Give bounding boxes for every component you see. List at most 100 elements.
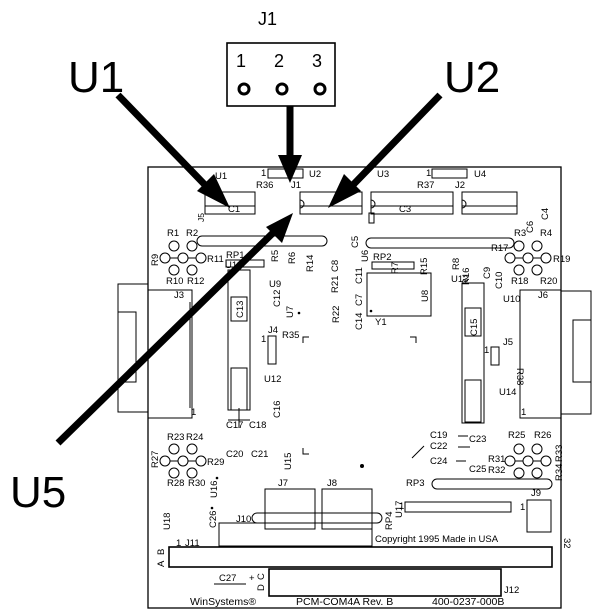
label-r30: R30 — [188, 478, 205, 489]
label-r23: R23 — [167, 432, 184, 443]
label-j5: J5 — [503, 337, 513, 348]
label-c23: C23 — [469, 434, 486, 445]
label-u17: U17 — [394, 501, 405, 518]
label-u14: U14 — [499, 387, 516, 398]
j1-pin-hole-2 — [275, 82, 289, 96]
label-u16: U16 — [209, 481, 220, 498]
j1-callout-pin-2: 2 — [274, 51, 284, 71]
label-r25: R25 — [508, 430, 525, 441]
j1-callout-box — [226, 42, 336, 107]
label-c1: C1 — [228, 204, 240, 215]
u5-outline — [218, 522, 373, 547]
label-r10: R10 — [166, 276, 183, 287]
label-r36: R36 — [256, 180, 273, 191]
label-r33: R33 — [554, 445, 565, 462]
label-j1: J1 — [291, 180, 301, 191]
label-r6: R6 — [287, 252, 298, 264]
left-ic-column — [227, 269, 251, 428]
j7-outline — [264, 488, 316, 530]
label-r9: R9 — [150, 254, 161, 266]
label-r24: R24 — [186, 432, 203, 443]
copyright-text: Copyright 1995 Made in USA — [375, 534, 499, 545]
label-c12: C12 — [272, 290, 283, 307]
label-c25: C25 — [469, 464, 486, 475]
c26-dot — [210, 506, 214, 510]
label-c3: C3 — [399, 204, 411, 215]
u5-callout-label: U5 — [10, 468, 66, 517]
label-r8: R8 — [451, 258, 462, 270]
j10-strip — [251, 512, 383, 524]
label-pin-c: C — [256, 573, 267, 580]
right-resistor-pads — [504, 240, 552, 276]
label-j10: J10 — [236, 514, 251, 525]
j3-connector — [117, 283, 193, 419]
label-u13: U13 — [451, 274, 468, 285]
left-resistor-pads — [159, 240, 207, 276]
label-c26: C26 — [208, 511, 219, 528]
label-c18: C18 — [249, 420, 266, 431]
label-c15: C15 — [469, 319, 480, 336]
u15-corner-marks — [302, 336, 425, 459]
rp2-outline — [371, 261, 415, 270]
u16-dot — [215, 476, 219, 480]
part-number-text: 400-0237-000B — [432, 596, 504, 608]
label-r15: R15 — [419, 258, 430, 275]
label-r16: R16 — [461, 268, 472, 285]
label-u7: U7 — [285, 306, 296, 318]
label-c10: C10 — [494, 272, 505, 289]
label-j6-pin1: 1 — [521, 407, 526, 418]
label-c13: C13 — [235, 301, 246, 318]
label-c7: C7 — [354, 294, 365, 306]
label-u4: U4 — [474, 169, 486, 180]
label-j4: J4 — [268, 325, 278, 336]
label-pin-d: D — [256, 584, 267, 591]
label-r31: R31 — [488, 454, 505, 465]
label-pin-32: 32 — [561, 538, 572, 549]
u7-dot — [297, 311, 301, 315]
label-rp2: RP2 — [373, 252, 391, 263]
label-r5: R5 — [270, 250, 281, 262]
label-j3-pin1: 1 — [191, 407, 196, 418]
u15-dot — [360, 464, 364, 468]
label-u12: U12 — [264, 374, 281, 385]
label-u8: U8 — [420, 290, 431, 302]
model-text: PCM-COM4A Rev. B — [296, 596, 393, 608]
label-u11: U11 — [225, 260, 242, 271]
label-j4-pin1: 1 — [261, 334, 266, 345]
j2-header-outline — [431, 168, 468, 179]
label-u2: U2 — [309, 169, 321, 180]
label-j5-left: J5 — [196, 213, 206, 222]
label-c8: C8 — [330, 260, 341, 272]
j12-connector — [268, 568, 502, 597]
label-u3: U3 — [377, 169, 389, 180]
y1-dot — [369, 309, 373, 313]
lower-right-cap-outlines — [456, 435, 470, 462]
label-r32: R32 — [488, 465, 505, 476]
label-j9-pin1: 1 — [520, 502, 525, 513]
label-c14: C14 — [354, 313, 365, 330]
maker-text: WinSystems® — [190, 596, 256, 608]
label-j2: J2 — [455, 180, 465, 191]
label-r7: R7 — [390, 262, 401, 274]
label-r4: R4 — [540, 228, 552, 239]
label-r34: R34 — [554, 464, 565, 481]
lower-right-resistor-pads — [504, 443, 552, 479]
label-j5-pin1: 1 — [484, 345, 489, 356]
label-rp3: RP3 — [406, 478, 424, 489]
label-r1: R1 — [167, 228, 179, 239]
label-r21: R21 — [330, 276, 341, 293]
label-c5: C5 — [350, 236, 361, 248]
right-ic-column — [461, 282, 500, 424]
label-r37: R37 — [417, 180, 434, 191]
label-c4: C4 — [540, 208, 551, 220]
label-pin-b: B — [156, 549, 167, 555]
label-j7: J7 — [278, 478, 288, 489]
label-j12: J12 — [504, 585, 519, 596]
label-y1: Y1 — [375, 317, 387, 328]
label-r17: R17 — [491, 243, 508, 254]
label-c24: C24 — [430, 456, 447, 467]
u2-callout-label: U2 — [444, 53, 500, 102]
label-j6: J6 — [538, 290, 548, 301]
